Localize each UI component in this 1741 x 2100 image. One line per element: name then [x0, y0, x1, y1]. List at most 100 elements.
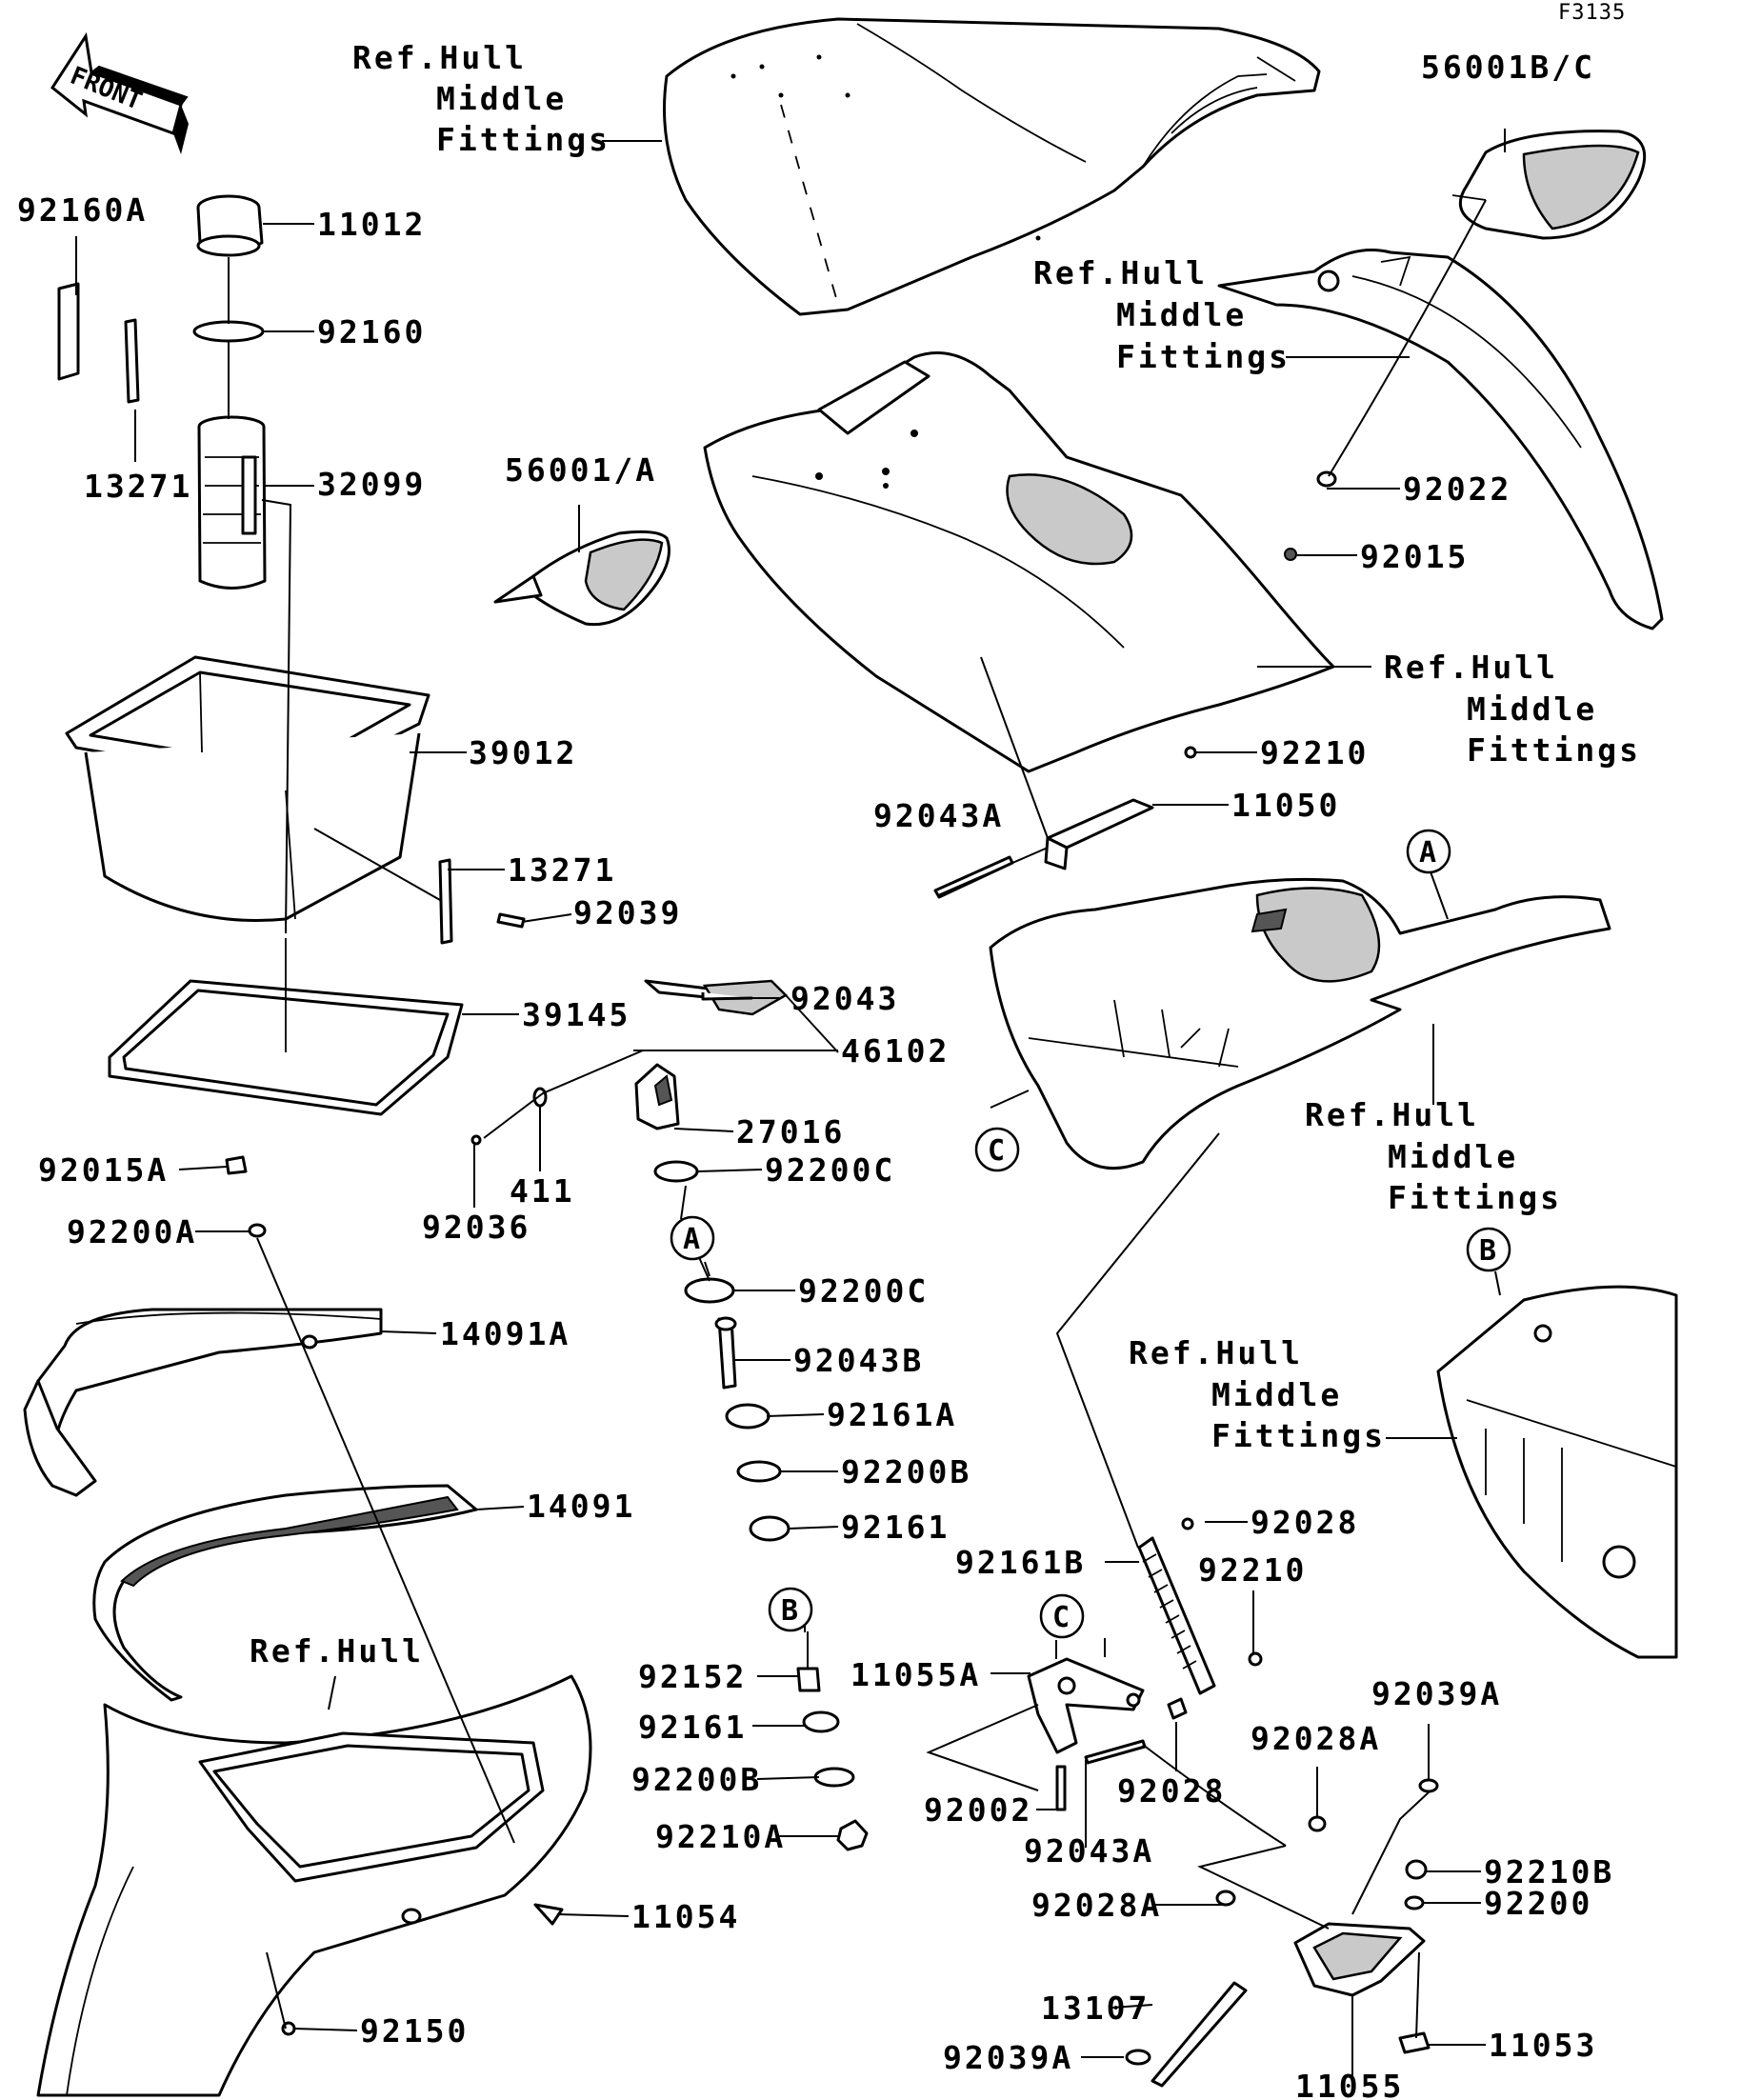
part-27016: 27016 — [736, 1113, 845, 1150]
part-13271-b: 13271 — [508, 851, 616, 889]
plate-11053 — [1398, 2031, 1431, 2054]
svg-text:C: C — [988, 1134, 1005, 1168]
part-92043: 92043 — [790, 980, 899, 1017]
svg-text:Fittings: Fittings — [1116, 338, 1291, 375]
part-14091: 14091 — [527, 1488, 635, 1525]
part-56001bc: 56001B/C — [1421, 49, 1595, 86]
band-clamp-b — [438, 858, 453, 945]
part-92039a-a: 92039A — [1371, 1675, 1502, 1712]
part-13271-a: 13271 — [84, 468, 192, 505]
washer-92200c-b — [684, 1277, 735, 1304]
svg-text:B: B — [1479, 1234, 1496, 1268]
washer-92200a — [248, 1223, 267, 1238]
part-92028a-b: 92028A — [1031, 1887, 1162, 1924]
damper-92161a — [725, 1403, 770, 1430]
cover-14091 — [92, 1484, 478, 1702]
part-13107: 13107 — [1041, 1990, 1150, 2027]
svg-text:Fittings: Fittings — [436, 121, 610, 158]
washer-92200 — [1404, 1895, 1425, 1910]
washer-92200c-a — [653, 1160, 699, 1183]
callout-a-top: A — [1406, 829, 1451, 874]
part-92160: 92160 — [317, 313, 426, 350]
svg-text:Ref.Hull: Ref.Hull — [1384, 649, 1558, 686]
part-92028-a: 92028 — [1251, 1504, 1359, 1541]
part-92002: 92002 — [924, 1791, 1032, 1829]
latch-hook — [634, 1063, 680, 1130]
callout-b-right: B — [1466, 1227, 1511, 1272]
part-92200a: 92200A — [67, 1213, 197, 1250]
part-92200c-a: 92200C — [765, 1151, 895, 1189]
part-92210b: 92210B — [1484, 1853, 1614, 1890]
part-11053: 11053 — [1489, 2027, 1597, 2064]
knee-pad-right — [1451, 130, 1647, 240]
bolt-92043 — [701, 992, 753, 1001]
part-11055a: 11055A — [850, 1656, 981, 1693]
part-92039a-b: 92039A — [943, 2039, 1073, 2076]
bolt-92002 — [1055, 1765, 1067, 1811]
part-92036: 92036 — [422, 1209, 530, 1246]
part-11012: 11012 — [317, 206, 426, 243]
part-92200c-b: 92200C — [798, 1272, 929, 1310]
cap-92210b — [1405, 1859, 1428, 1880]
part-92043a-bot: 92043A — [1024, 1832, 1154, 1870]
cover-14091a — [23, 1308, 383, 1497]
nut-92028a-b — [1215, 1890, 1236, 1907]
callout-c-bot: C — [1039, 1593, 1085, 1639]
part-92161-b: 92161 — [638, 1709, 747, 1746]
nut-92210-b — [1248, 1651, 1263, 1667]
nut-92015 — [1284, 548, 1297, 561]
svg-text:Fittings: Fittings — [1467, 731, 1641, 769]
svg-text:Ref.Hull: Ref.Hull — [1033, 254, 1208, 291]
leader-lines — [75, 129, 1506, 2076]
svg-text:A: A — [683, 1223, 700, 1256]
part-56001a: 56001/A — [505, 451, 657, 489]
collar-92152 — [796, 1667, 821, 1692]
part-92161b: 92161B — [955, 1544, 1086, 1581]
collar-92028-b — [1167, 1697, 1188, 1720]
washer-92200b-b — [813, 1767, 855, 1788]
svg-text:Middle: Middle — [436, 80, 567, 117]
ref-label-3: Ref.Hull Middle Fittings — [1384, 649, 1641, 769]
nut-92210-a — [1184, 746, 1197, 759]
filler-cap — [196, 194, 264, 257]
part-92161-a: 92161 — [841, 1509, 950, 1546]
latch-base-11055 — [1293, 1922, 1426, 1997]
nut-92015a — [225, 1155, 248, 1175]
strap-a — [124, 318, 140, 404]
part-46102: 46102 — [841, 1032, 950, 1070]
o-ring — [192, 320, 265, 343]
part-92015: 92015 — [1360, 538, 1469, 575]
screw-92039a-a — [1418, 1778, 1439, 1793]
filler-tube — [197, 415, 267, 590]
figure-code: F3135 — [1558, 1, 1626, 25]
washer-92022 — [1316, 470, 1337, 488]
screw-92039a-b — [1125, 2049, 1151, 2066]
deck-center — [703, 351, 1335, 773]
hull-front — [36, 1674, 592, 2097]
part-92152: 92152 — [638, 1658, 747, 1695]
part-92039: 92039 — [573, 894, 682, 931]
hull-deck-mid — [989, 877, 1611, 1170]
part-92200b-b: 92200B — [631, 1761, 762, 1798]
part-92210-b: 92210 — [1198, 1551, 1307, 1589]
clip-11054 — [533, 1903, 564, 1926]
bolt-92043b — [714, 1316, 737, 1390]
part-92160a: 92160A — [17, 191, 148, 229]
part-92150: 92150 — [360, 2012, 469, 2050]
nut-92028a-a — [1308, 1815, 1327, 1832]
part-32099: 32099 — [317, 466, 426, 503]
spring-92161b — [1137, 1536, 1216, 1695]
screw-92039 — [496, 912, 526, 929]
svg-text:Middle: Middle — [1211, 1376, 1342, 1413]
svg-text:Middle: Middle — [1116, 296, 1247, 333]
svg-text:Middle: Middle — [1467, 690, 1597, 728]
callout-a-mid: A — [670, 1215, 715, 1261]
svg-text:Ref.Hull: Ref.Hull — [1129, 1334, 1303, 1371]
damper-92161-b — [802, 1710, 840, 1733]
band-clamp-a — [57, 282, 80, 381]
part-14091a: 14091A — [440, 1315, 570, 1352]
svg-text:Fittings: Fittings — [1211, 1417, 1386, 1454]
part-11055: 11055 — [1295, 2068, 1404, 2100]
washer-92200b — [736, 1460, 782, 1483]
side-panel-right — [1217, 249, 1664, 630]
